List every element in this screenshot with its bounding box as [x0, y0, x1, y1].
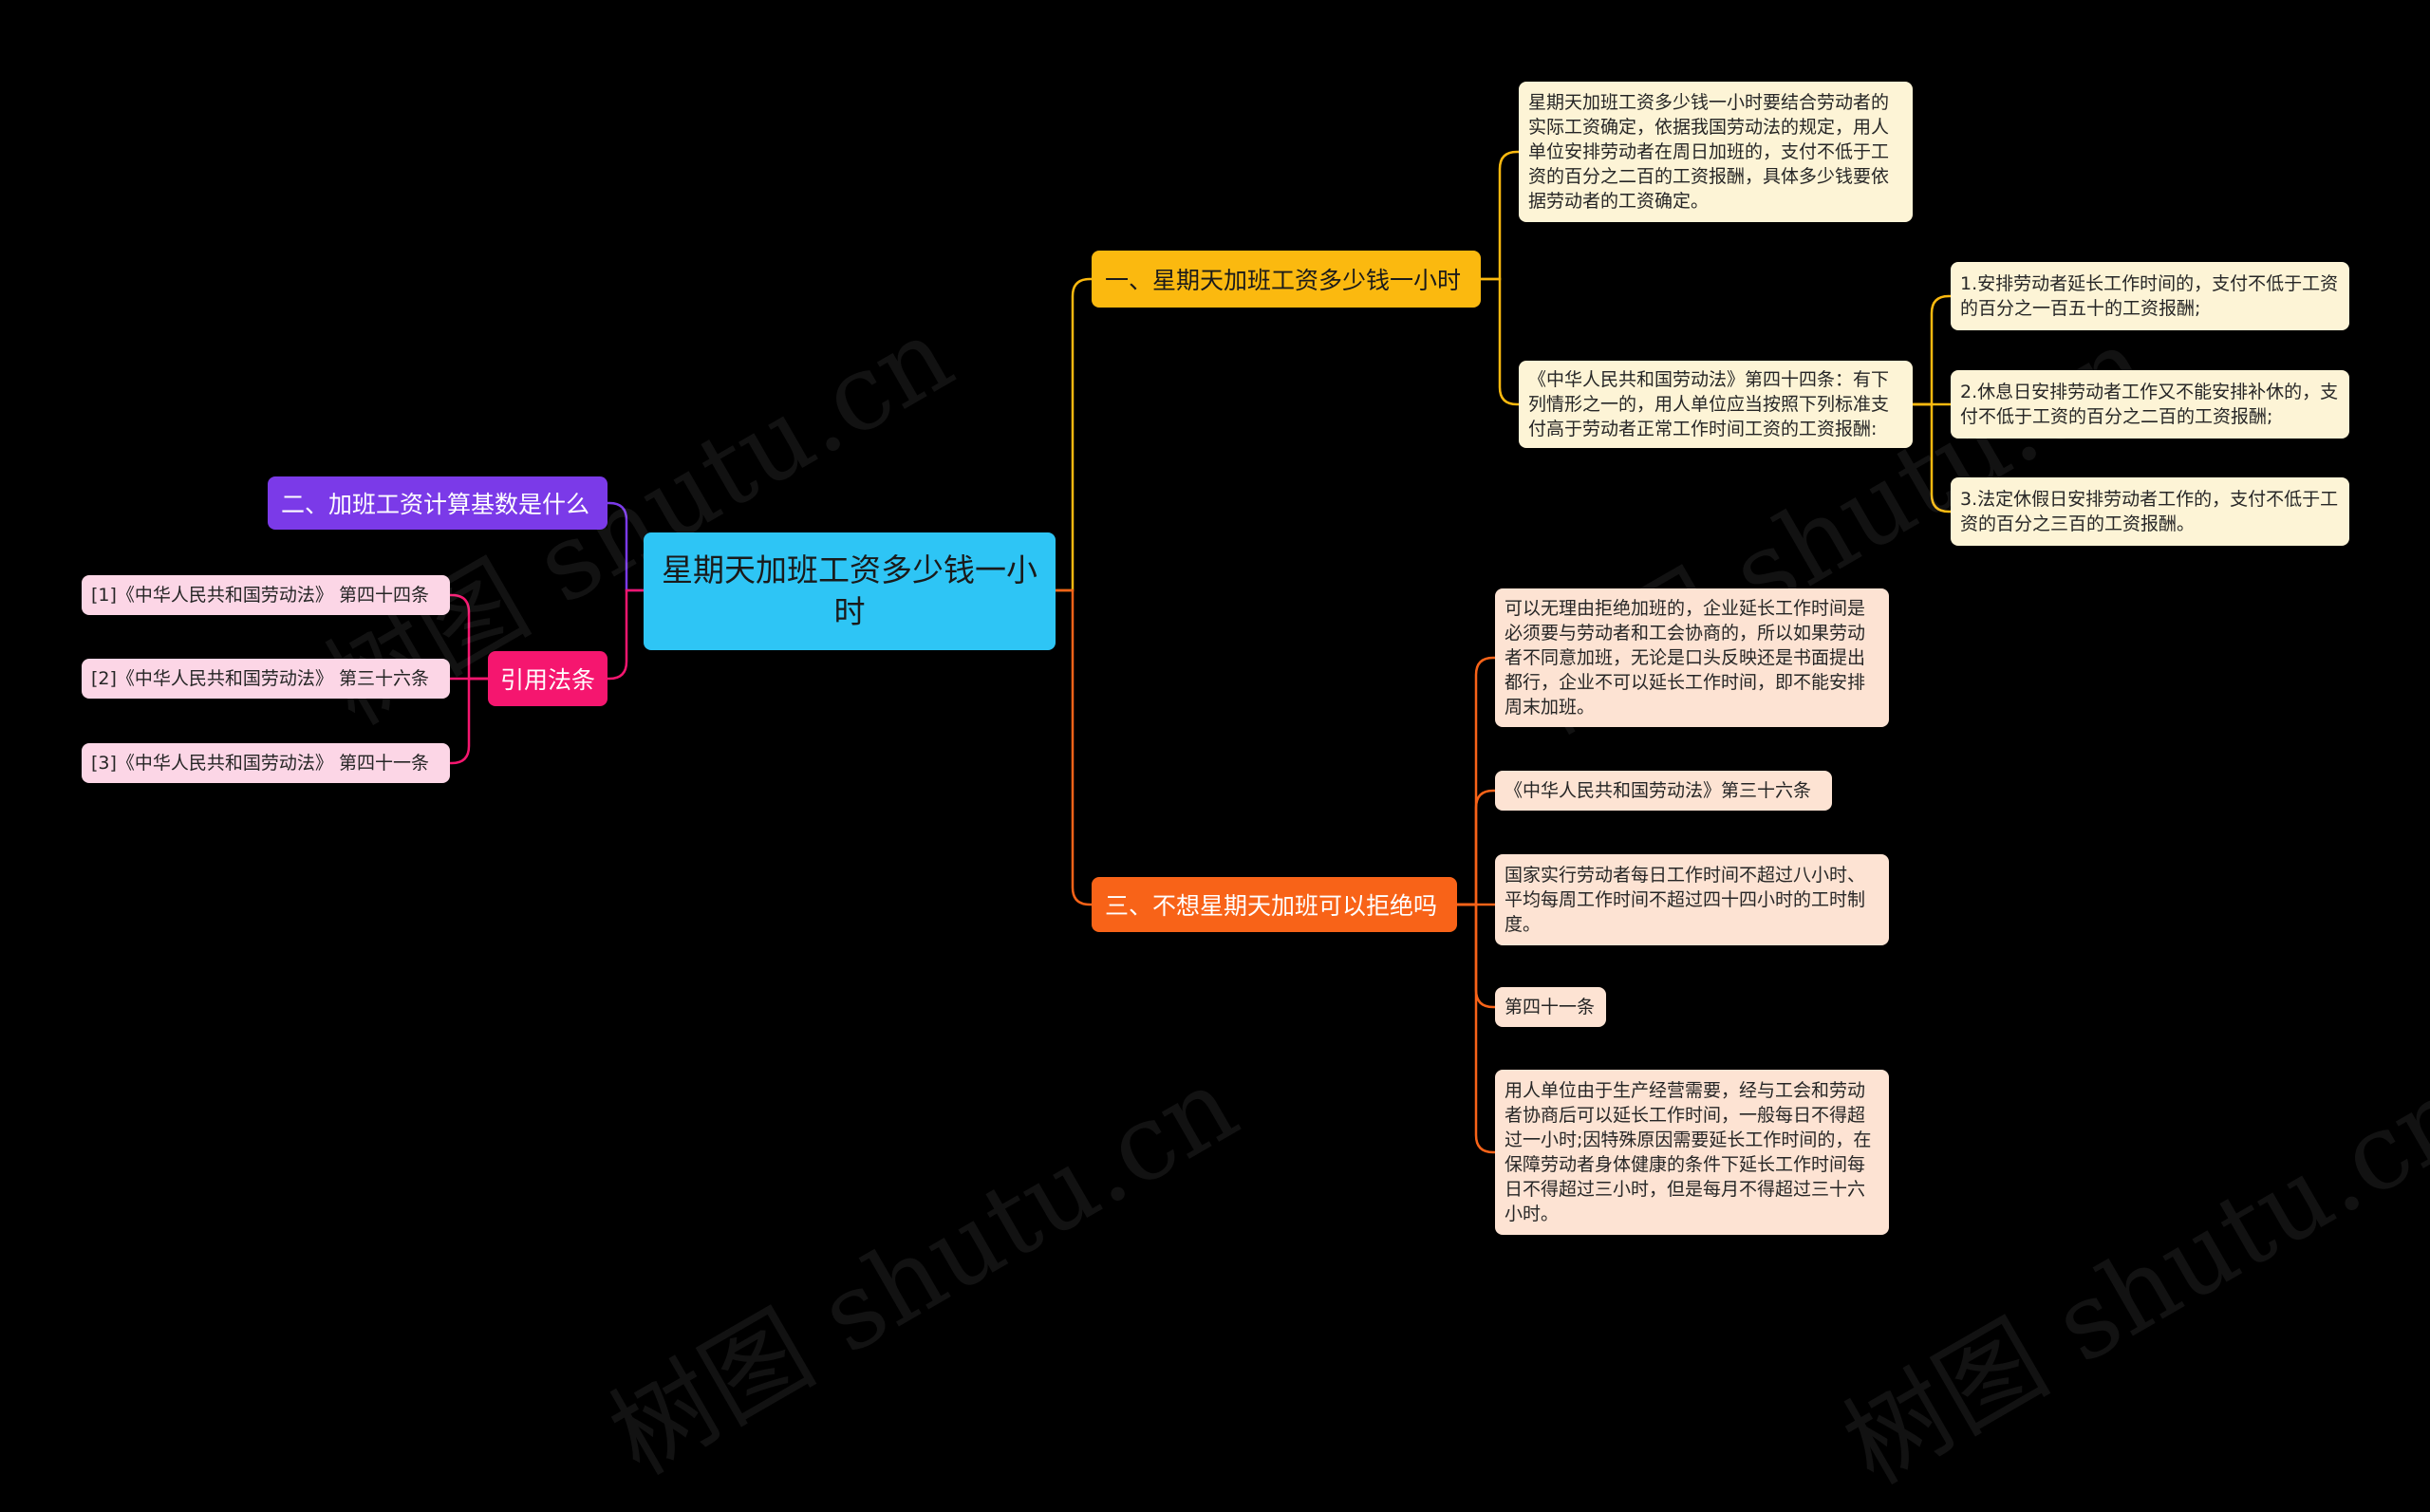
branch-label: 三、不想星期天加班可以拒绝吗 [1105, 892, 1438, 920]
leaf-label: [1]《中华人民共和国劳动法》 第四十四条 [91, 585, 429, 606]
link-b1-c1 [1481, 150, 1519, 281]
leaf-holiday-300-percent[interactable]: 3.法定休假日安排劳动者工作的，支付不低于工资的百分之三百的工资报酬。 [1951, 477, 2349, 546]
link-c2-g3 [1913, 402, 1951, 513]
leaf-labor-law-article-36[interactable]: 《中华人民共和国劳动法》第三十六条 [1495, 771, 1832, 811]
leaf-refuse-overtime-explanation[interactable]: 可以无理由拒绝加班的，企业延长工作时间是必须要与劳动者和工会协商的，所以如果劳动… [1495, 588, 1889, 727]
link-b4-c3 [450, 677, 488, 765]
link-c2-g1 [1913, 294, 1951, 406]
leaf-working-hours-system[interactable]: 国家实行劳动者每日工作时间不超过八小时、平均每周工作时间不超过四十四小时的工时制… [1495, 854, 1889, 945]
leaf-citation-1[interactable]: [1]《中华人民共和国劳动法》 第四十四条 [82, 575, 450, 615]
branch-label: 引用法条 [499, 666, 595, 694]
leaf-article-41[interactable]: 第四十一条 [1495, 987, 1606, 1027]
leaf-label: 可以无理由拒绝加班的，企业延长工作时间是必须要与劳动者和工会协商的，所以如果劳动… [1505, 598, 1866, 718]
leaf-rest-day-200-percent[interactable]: 2.休息日安排劳动者工作又不能安排补休的，支付不低于工资的百分之二百的工资报酬; [1951, 370, 2349, 439]
branch-weekend-overtime-hourly-pay[interactable]: 一、星期天加班工资多少钱一小时 [1092, 251, 1481, 308]
branch-label: 一、星期天加班工资多少钱一小时 [1105, 267, 1462, 294]
branch-overtime-pay-base[interactable]: 二、加班工资计算基数是什么 [268, 476, 608, 530]
leaf-labor-law-article-44[interactable]: 《中华人民共和国劳动法》第四十四条：有下列情形之一的，用人单位应当按照下列标准支… [1519, 361, 1913, 448]
link-root-b3 [1056, 588, 1092, 906]
leaf-extend-working-hours-rules[interactable]: 用人单位由于生产经营需要，经与工会和劳动者协商后可以延长工作时间，一般每日不得超… [1495, 1070, 1889, 1235]
branch-cited-law-articles[interactable]: 引用法条 [488, 651, 608, 706]
root-topic[interactable]: 星期天加班工资多少钱一小时 [644, 532, 1056, 650]
leaf-label: 1.安排劳动者延长工作时间的，支付不低于工资的百分之一百五十的工资报酬; [1960, 273, 2339, 319]
leaf-citation-3[interactable]: [3]《中华人民共和国劳动法》 第四十一条 [82, 743, 450, 783]
leaf-label: [3]《中华人民共和国劳动法》 第四十一条 [91, 753, 429, 774]
link-root-b2 [608, 501, 644, 592]
leaf-citation-2[interactable]: [2]《中华人民共和国劳动法》 第三十六条 [82, 659, 450, 699]
link-root-b1 [1056, 277, 1092, 592]
leaf-label: 2.休息日安排劳动者工作又不能安排补休的，支付不低于工资的百分之二百的工资报酬; [1960, 382, 2339, 427]
leaf-label: 星期天加班工资多少钱一小时要结合劳动者的实际工资确定，依据我国劳动法的规定，用人… [1528, 92, 1890, 212]
leaf-label: 《中华人民共和国劳动法》第四十四条：有下列情形之一的，用人单位应当按照下列标准支… [1528, 369, 1890, 439]
link-b3-c1 [1457, 656, 1495, 906]
leaf-label: 国家实行劳动者每日工作时间不超过八小时、平均每周工作时间不超过四十四小时的工时制… [1505, 865, 1866, 935]
leaf-label: 用人单位由于生产经营需要，经与工会和劳动者协商后可以延长工作时间，一般每日不得超… [1505, 1080, 1872, 1224]
leaf-label: 第四十一条 [1505, 997, 1596, 1017]
link-b3-c5 [1457, 903, 1495, 1154]
leaf-weekend-pay-explanation[interactable]: 星期天加班工资多少钱一小时要结合劳动者的实际工资确定，依据我国劳动法的规定，用人… [1519, 82, 1913, 222]
root-topic-label: 星期天加班工资多少钱一小时 [662, 551, 1037, 630]
leaf-label: 3.法定休假日安排劳动者工作的，支付不低于工资的百分之三百的工资报酬。 [1960, 489, 2339, 534]
leaf-label: 《中华人民共和国劳动法》第三十六条 [1505, 780, 1812, 801]
branch-can-refuse-weekend-overtime[interactable]: 三、不想星期天加班可以拒绝吗 [1092, 877, 1457, 932]
connector-lines [450, 150, 1951, 1154]
leaf-overtime-150-percent[interactable]: 1.安排劳动者延长工作时间的，支付不低于工资的百分之一百五十的工资报酬; [1951, 262, 2349, 330]
link-b1-c2 [1481, 277, 1519, 406]
link-root-b4 [608, 588, 644, 681]
leaf-label: [2]《中华人民共和国劳动法》 第三十六条 [91, 668, 429, 689]
link-b3-c2 [1457, 789, 1495, 906]
link-b4-c1 [450, 593, 488, 681]
branch-label: 二、加班工资计算基数是什么 [281, 491, 590, 518]
